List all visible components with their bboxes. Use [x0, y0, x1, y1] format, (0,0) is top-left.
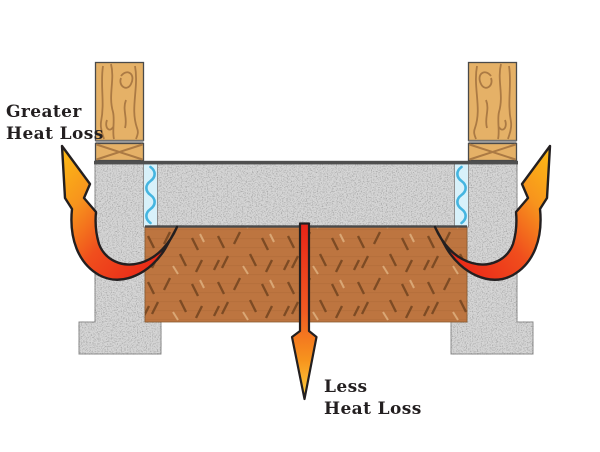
wood-stud-right: [467, 61, 518, 162]
sill-sealer-left: [142, 161, 159, 229]
heat-arrow-down: [290, 222, 318, 401]
less-heat-loss-label: Less Heat Loss: [324, 376, 422, 420]
slab-top-edge-line: [94, 160, 518, 165]
greater-heat-loss-line1: Greater: [6, 102, 82, 122]
greater-heat-loss-line2: Heat Loss: [6, 124, 104, 144]
sill-sealer-right: [453, 161, 470, 229]
less-heat-loss-line1: Less: [324, 377, 368, 397]
less-heat-loss-line2: Heat Loss: [324, 399, 422, 419]
greater-heat-loss-label: Greater Heat Loss: [6, 101, 104, 145]
